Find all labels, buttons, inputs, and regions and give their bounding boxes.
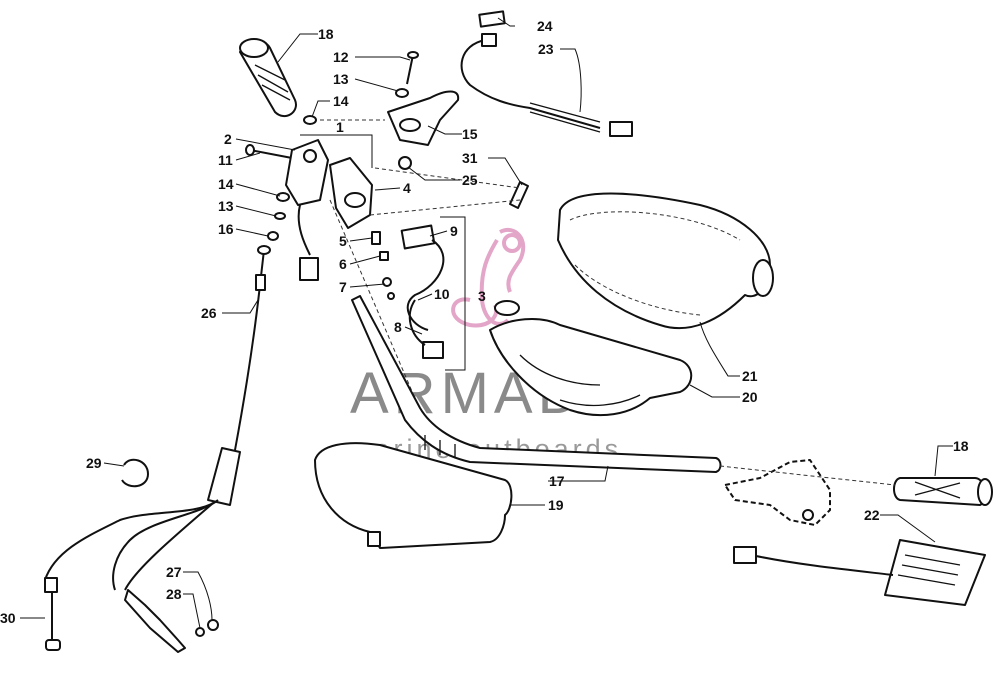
callout-19: 19 [548, 497, 564, 513]
callout-1: 1 [336, 119, 344, 135]
heater-cable-part [460, 10, 633, 137]
callout-9: 9 [450, 223, 458, 239]
callout-labels: 18 24 12 23 13 14 1 15 2 11 31 25 4 14 1… [0, 18, 969, 626]
callout-3: 3 [478, 288, 486, 304]
switch-housing-part [329, 157, 373, 229]
grip-left-part [239, 38, 297, 118]
callout-10: 10 [434, 286, 450, 302]
throttle-housing-part [267, 139, 329, 281]
callout-15: 15 [462, 126, 478, 142]
callout-14-top: 14 [333, 93, 349, 109]
callout-8: 8 [394, 319, 402, 335]
pad-cover-part [557, 192, 774, 330]
callout-7: 7 [339, 279, 347, 295]
group-brackets [300, 119, 521, 411]
callout-20: 20 [742, 389, 758, 405]
callout-11: 11 [218, 152, 233, 168]
callout-25: 25 [462, 172, 478, 188]
adjuster-parts [124, 589, 219, 653]
cable-end-part [44, 577, 61, 651]
lever-bracket-part [387, 90, 460, 146]
callout-12: 12 [333, 49, 349, 65]
callout-13-top: 13 [333, 71, 349, 87]
callout-24: 24 [537, 18, 553, 34]
callout-21: 21 [742, 368, 758, 384]
callout-6: 6 [339, 256, 347, 272]
callout-30: 30 [0, 610, 16, 626]
nut-part [398, 156, 412, 170]
callout-22: 22 [864, 507, 880, 523]
clip-part [509, 181, 529, 209]
switch-parts [371, 224, 445, 359]
callout-13-mid: 13 [218, 198, 234, 214]
callout-17: 17 [549, 473, 565, 489]
callout-26: 26 [201, 305, 217, 321]
callout-16: 16 [218, 221, 234, 237]
callout-2: 2 [224, 131, 232, 147]
throttle-cable-part [44, 245, 271, 591]
lower-pad-part [314, 442, 513, 549]
leader-lines [20, 17, 953, 629]
callout-23: 23 [538, 41, 554, 57]
bolt-part [303, 51, 419, 125]
callout-27: 27 [166, 564, 182, 580]
grip-right-part [893, 477, 993, 506]
right-bracket-part [719, 459, 896, 526]
callout-29: 29 [86, 455, 102, 471]
callout-18-right: 18 [953, 438, 969, 454]
callout-18-top: 18 [318, 26, 334, 42]
callout-5: 5 [339, 233, 347, 249]
callout-28: 28 [166, 586, 182, 602]
watermark-logo-icon [451, 228, 526, 328]
clamp-part [121, 458, 149, 488]
screw-part [245, 144, 293, 159]
handlebar-pad-part [489, 300, 693, 417]
handlebar-part [351, 295, 722, 473]
heater-element-part [733, 539, 986, 606]
callout-4: 4 [403, 180, 411, 196]
callout-31: 31 [462, 150, 478, 166]
callout-14-mid: 14 [218, 176, 234, 192]
